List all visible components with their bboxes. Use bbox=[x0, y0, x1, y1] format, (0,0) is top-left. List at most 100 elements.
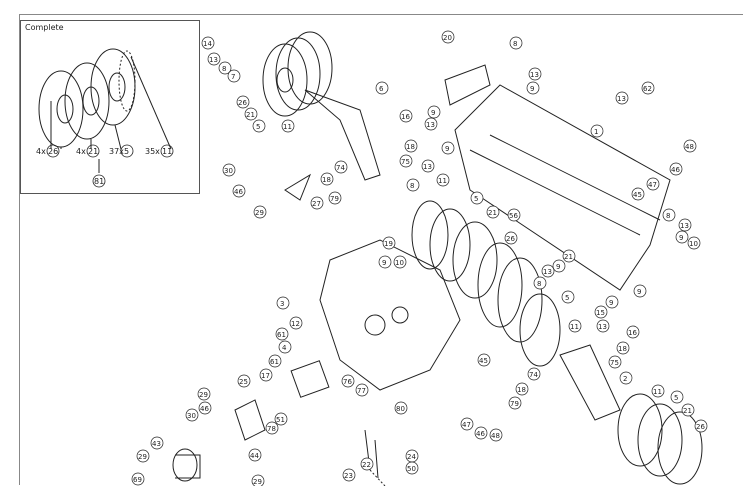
svg-text:74: 74 bbox=[529, 371, 538, 379]
svg-text:5: 5 bbox=[256, 123, 260, 131]
callout: 46 bbox=[474, 426, 488, 440]
drawing-frame bbox=[19, 14, 743, 485]
inset-num: 26 bbox=[48, 147, 58, 156]
callout: 50 bbox=[405, 461, 419, 475]
svg-text:8: 8 bbox=[222, 65, 226, 73]
svg-text:50: 50 bbox=[407, 465, 416, 473]
callout: 77 bbox=[355, 383, 369, 397]
svg-text:30: 30 bbox=[224, 167, 233, 175]
svg-text:23: 23 bbox=[344, 472, 353, 480]
svg-text:29: 29 bbox=[138, 453, 147, 461]
inset-num: 11 bbox=[162, 147, 172, 156]
svg-text:11: 11 bbox=[283, 123, 292, 131]
callout: 76 bbox=[341, 374, 355, 388]
callout: 79 bbox=[508, 396, 522, 410]
svg-text:78: 78 bbox=[267, 425, 276, 433]
callout: 11 bbox=[281, 119, 295, 133]
callout: 44 bbox=[248, 448, 262, 462]
svg-text:11: 11 bbox=[570, 323, 579, 331]
svg-text:46: 46 bbox=[200, 405, 209, 413]
svg-text:5: 5 bbox=[674, 394, 678, 402]
callout: 29 bbox=[251, 474, 265, 486]
callout: 51 bbox=[274, 412, 288, 426]
callout: 21 bbox=[681, 403, 695, 417]
callout: 1 bbox=[590, 124, 604, 138]
callout: 9 bbox=[441, 141, 455, 155]
svg-text:46: 46 bbox=[234, 188, 243, 196]
callout: 5 bbox=[252, 119, 266, 133]
callout: 5 bbox=[561, 290, 575, 304]
callout: 48 bbox=[489, 428, 503, 442]
svg-text:16: 16 bbox=[628, 329, 637, 337]
svg-text:79: 79 bbox=[510, 400, 519, 408]
svg-text:13: 13 bbox=[543, 268, 552, 276]
callout: 19 bbox=[382, 236, 396, 250]
bearing-ring-11 bbox=[118, 50, 136, 112]
callout: 45 bbox=[477, 353, 491, 367]
callout: 26 bbox=[504, 231, 518, 245]
callout: 74 bbox=[334, 160, 348, 174]
svg-text:13: 13 bbox=[209, 56, 218, 64]
callout: 61 bbox=[268, 354, 282, 368]
callout: 62 bbox=[641, 81, 655, 95]
svg-text:3: 3 bbox=[280, 300, 284, 308]
svg-text:8: 8 bbox=[537, 280, 541, 288]
svg-text:5: 5 bbox=[474, 195, 478, 203]
callout: 43 bbox=[150, 436, 164, 450]
callout: 8 bbox=[662, 208, 676, 222]
svg-text:11: 11 bbox=[653, 388, 662, 396]
callout: 45 bbox=[631, 187, 645, 201]
svg-text:43: 43 bbox=[152, 440, 161, 448]
callout: 30 bbox=[222, 163, 236, 177]
callout: 10 bbox=[393, 255, 407, 269]
svg-text:9: 9 bbox=[431, 109, 435, 117]
callout: 13 bbox=[421, 159, 435, 173]
svg-text:8: 8 bbox=[666, 212, 670, 220]
svg-text:45: 45 bbox=[479, 357, 488, 365]
callout: 13 bbox=[678, 218, 692, 232]
callout: 47 bbox=[460, 417, 474, 431]
callout: 61 bbox=[275, 327, 289, 341]
svg-text:10: 10 bbox=[395, 259, 404, 267]
svg-text:15: 15 bbox=[596, 309, 605, 317]
svg-text:26: 26 bbox=[238, 99, 247, 107]
inset-qty: 35x bbox=[145, 147, 160, 156]
svg-text:13: 13 bbox=[426, 121, 435, 129]
callout: 16 bbox=[626, 325, 640, 339]
callout: 79 bbox=[328, 191, 342, 205]
callout: 25 bbox=[237, 374, 251, 388]
svg-text:18: 18 bbox=[618, 345, 627, 353]
svg-text:26: 26 bbox=[506, 235, 515, 243]
callout: 8 bbox=[406, 178, 420, 192]
callout: 12 bbox=[289, 316, 303, 330]
svg-text:76: 76 bbox=[343, 378, 352, 386]
callout: 69 bbox=[131, 472, 145, 486]
callout: 11 bbox=[568, 319, 582, 333]
callout: 5 bbox=[470, 191, 484, 205]
svg-text:27: 27 bbox=[312, 200, 321, 208]
callout: 13 bbox=[615, 91, 629, 105]
callout: 47 bbox=[646, 177, 660, 191]
svg-text:21: 21 bbox=[488, 209, 497, 217]
svg-text:9: 9 bbox=[382, 259, 386, 267]
svg-text:21: 21 bbox=[564, 253, 573, 261]
callout: 9 bbox=[675, 230, 689, 244]
svg-text:17: 17 bbox=[261, 372, 270, 380]
svg-text:61: 61 bbox=[277, 331, 286, 339]
complete-assembly-inset: Complete 4x 26 bbox=[20, 20, 200, 194]
callout: 9 bbox=[605, 295, 619, 309]
svg-text:19: 19 bbox=[384, 240, 393, 248]
callout: 20 bbox=[441, 30, 455, 44]
svg-text:4: 4 bbox=[282, 344, 287, 352]
inset-num: 21 bbox=[88, 147, 98, 156]
svg-text:48: 48 bbox=[685, 143, 694, 151]
callout: 56 bbox=[507, 208, 521, 222]
svg-text:74: 74 bbox=[336, 164, 345, 172]
sheave-5 bbox=[90, 48, 136, 126]
svg-text:56: 56 bbox=[509, 212, 518, 220]
inset-qty: 4x bbox=[36, 147, 46, 156]
svg-text:16: 16 bbox=[401, 113, 410, 121]
svg-text:9: 9 bbox=[445, 145, 449, 153]
callout: 46 bbox=[669, 162, 683, 176]
svg-text:13: 13 bbox=[598, 323, 607, 331]
